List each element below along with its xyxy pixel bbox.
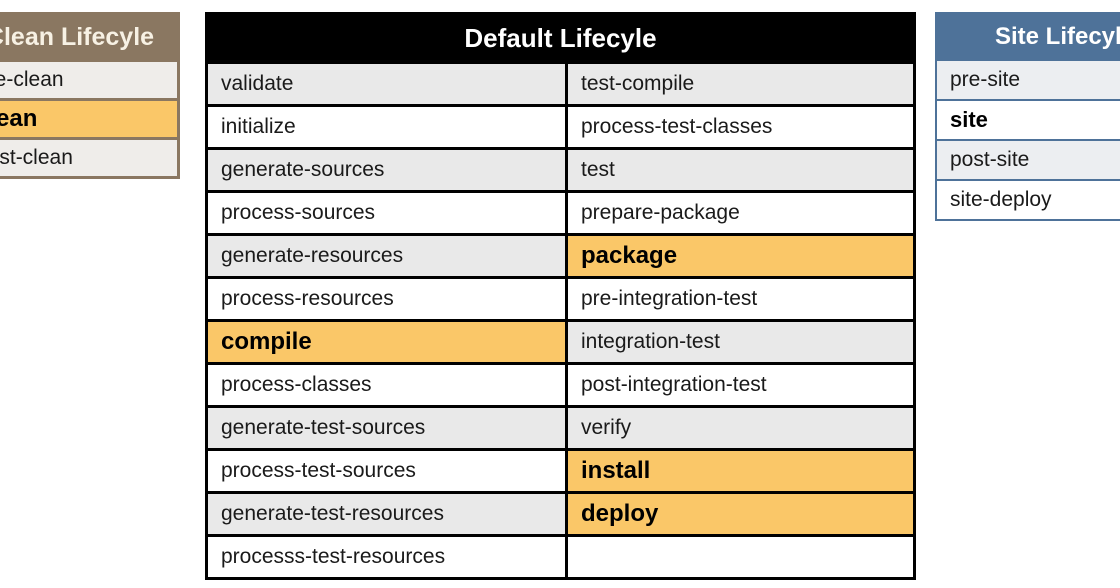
phase-label: process-sources [221, 201, 376, 224]
phase-label: test [581, 158, 615, 181]
lifecycle-phase-row: generate-sources test [208, 147, 913, 190]
phase-cell: process-test-sources [208, 451, 565, 491]
lifecycle-phase-row: process-test-sources install [208, 448, 913, 491]
phase-cell: verify [565, 408, 913, 448]
default-lifecycle-title: Default Lifecyle [208, 15, 913, 61]
lifecycle-phase-row: process-sources prepare-package [208, 190, 913, 233]
phase-cell: install [565, 451, 913, 491]
phase-cell: test-compile [565, 64, 913, 104]
phase-label: post-site [950, 148, 1030, 171]
phase-cell: generate-test-resources [208, 494, 565, 534]
site-lifecycle-title: Site Lifecyle [937, 14, 1120, 59]
phase-label: processs-test-resources [221, 545, 446, 568]
phase-label: site-deploy [950, 188, 1052, 211]
phase-label: integration-test [581, 330, 720, 353]
phase-label: package [581, 242, 678, 269]
default-lifecycle-table: Default Lifecyle validate test-compile ini… [205, 12, 916, 580]
phase-label: post-clean [0, 146, 73, 169]
phase-cell [565, 537, 913, 577]
phase-cell: package [565, 236, 913, 276]
lifecycle-phase-row: clean [0, 98, 177, 137]
phase-label: verify [581, 416, 632, 439]
lifecycle-phase-row: processs-test-resources [208, 534, 913, 577]
phase-cell: test [565, 150, 913, 190]
phase-label: generate-test-sources [221, 416, 426, 439]
lifecycle-phase-row: generate-test-resources deploy [208, 491, 913, 534]
clean-lifecycle-title: Clean Lifecyle [0, 15, 177, 59]
phase-cell: process-resources [208, 279, 565, 319]
phase-cell: initialize [208, 107, 565, 147]
phase-label: process-resources [221, 287, 394, 310]
phase-cell: integration-test [565, 322, 913, 362]
lifecycle-phase-row: process-resources pre-integration-test [208, 276, 913, 319]
phase-cell: process-test-classes [565, 107, 913, 147]
phase-label: post-integration-test [581, 373, 767, 396]
phase-label: validate [221, 72, 294, 95]
lifecycle-phase-row: compile integration-test [208, 319, 913, 362]
phase-label: pre-site [950, 68, 1021, 91]
phase-cell: processs-test-resources [208, 537, 565, 577]
lifecycle-phase-row: post-clean [0, 137, 177, 176]
lifecycle-phase-row: generate-test-sources verify [208, 405, 913, 448]
phase-label: generate-resources [221, 244, 404, 267]
phase-cell: process-classes [208, 365, 565, 405]
phase-cell: pre-integration-test [565, 279, 913, 319]
lifecycle-phase-row: site [937, 99, 1120, 139]
phase-label: process-classes [221, 373, 372, 396]
phase-label: generate-sources [221, 158, 385, 181]
lifecycle-phase-row: site-deploy [937, 179, 1120, 219]
phase-cell: compile [208, 322, 565, 362]
phase-label: initialize [221, 115, 296, 138]
lifecycle-phase-row: initialize process-test-classes [208, 104, 913, 147]
lifecycle-phase-row: process-classes post-integration-test [208, 362, 913, 405]
phase-label: compile [221, 328, 312, 355]
phase-cell: process-sources [208, 193, 565, 233]
lifecycle-phase-row: post-site [937, 139, 1120, 179]
lifecycle-phase-row: pre-clean [0, 59, 177, 98]
phase-label: generate-test-resources [221, 502, 444, 525]
phase-cell: prepare-package [565, 193, 913, 233]
phase-label: deploy [581, 500, 659, 527]
phase-label: clean [0, 105, 38, 132]
lifecycle-phase-row: pre-site [937, 59, 1120, 99]
site-lifecycle-rows: pre-site site post-site site-deploy [937, 59, 1120, 219]
phase-cell: deploy [565, 494, 913, 534]
phase-cell: generate-sources [208, 150, 565, 190]
phase-label: pre-clean [0, 68, 64, 91]
phase-cell: validate [208, 64, 565, 104]
phase-label: test-compile [581, 72, 695, 95]
default-lifecycle-rows: validate test-compile initialize process-te… [208, 61, 913, 577]
phase-label: process-test-classes [581, 115, 773, 138]
phase-cell: generate-test-sources [208, 408, 565, 448]
phase-label: prepare-package [581, 201, 740, 224]
phase-label: site [950, 107, 988, 132]
phase-label: install [581, 457, 651, 484]
phase-label: process-test-sources [221, 459, 416, 482]
site-lifecycle-table: Site Lifecyle pre-site site post-site site-… [935, 12, 1120, 221]
phase-cell: post-integration-test [565, 365, 913, 405]
phase-cell: generate-resources [208, 236, 565, 276]
clean-lifecycle-table: Clean Lifecyle pre-clean clean post-clean [0, 12, 180, 179]
clean-lifecycle-rows: pre-clean clean post-clean [0, 59, 177, 176]
lifecycle-phase-row: generate-resources package [208, 233, 913, 276]
phase-label: pre-integration-test [581, 287, 758, 310]
lifecycle-phase-row: validate test-compile [208, 61, 913, 104]
